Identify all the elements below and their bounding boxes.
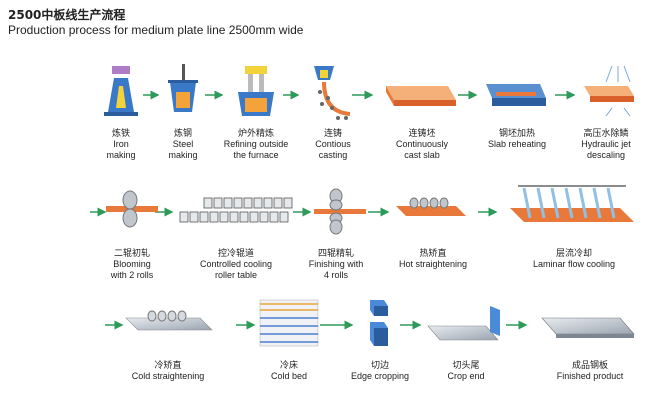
four-roll-mill-icon [314, 188, 366, 235]
step-continuous-casting: 连铸 Contious casting [315, 128, 351, 161]
step-label-zh: 热矫直 [419, 248, 447, 258]
step-hot-straightening: 热矫直 Hot straightening [399, 248, 467, 270]
roller-table-icon [179, 197, 293, 223]
step-label-zh: 切头尾 [452, 360, 480, 370]
step-descaling: 高压水除鳞 Hydraulic jet descaling [581, 128, 631, 161]
step-blooming: 二辊初轧 Blooming with 2 rolls [111, 248, 154, 281]
step-edge-cropping: 切边 Edge cropping [351, 360, 409, 382]
step-finished-product: 成品钢板 Finished product [557, 360, 624, 382]
step-cold-straightening: 冷矫直 Cold straightening [132, 360, 205, 382]
step-label-zh: 冷床 [279, 360, 298, 370]
step-label-zh: 二辊初轧 [113, 248, 151, 258]
step-label-zh: 炉外精炼 [237, 128, 275, 138]
step-label-zh: 炼钢 [173, 128, 193, 138]
step-finishing: 四辊精轧 Finishing with 4 rolls [309, 248, 364, 281]
step-slab-reheating: 钢坯加热 Slab reheating [488, 128, 546, 150]
cold-straightener-icon [125, 310, 213, 331]
step-label-zh: 切边 [370, 360, 390, 370]
step-cast-slab: 连铸坯 Continuously cast slab [396, 128, 448, 161]
step-label-en: Finished product [556, 371, 624, 381]
step-label-en: Slab reheating [487, 139, 547, 149]
step-label-zh: 连铸坯 [408, 128, 436, 138]
step-label-en: Cold straightening [131, 371, 205, 381]
step-label-en: Contious casting [315, 139, 351, 160]
step-crop-end: 切头尾 Crop end [447, 360, 484, 382]
step-label-zh: 炼铁 [111, 128, 131, 138]
title-english: Production process for medium plate line… [8, 23, 304, 37]
step-label-en: Steel making [168, 139, 198, 160]
title-chinese: 2500中板线生产流程 [8, 8, 126, 22]
step-label-zh: 连铸 [323, 128, 342, 138]
cold-bed-icon [259, 299, 319, 347]
step-iron-making: 炼铁 Iron making [106, 128, 135, 161]
laminar-cooling-icon [510, 185, 634, 222]
step-label-en: Finishing with 4 rolls [308, 259, 364, 280]
descaling-icon [584, 65, 634, 117]
step-label-zh: 四辊精轧 [317, 248, 354, 258]
step-label-en: Controlled cooling roller table [199, 259, 273, 280]
hot-straightener-icon [396, 197, 466, 216]
step-label-zh: 钢坯加热 [498, 128, 536, 138]
step-label-en: Edge cropping [350, 371, 410, 381]
step-label-en: Crop end [447, 371, 485, 381]
step-label-en: Laminar flow cooling [532, 259, 616, 269]
steel-converter-icon [168, 64, 198, 112]
step-label-en: Refining outside the furnace [223, 139, 289, 160]
step-label-en: Blooming with 2 rolls [110, 259, 154, 280]
step-refining: 炉外精炼 Refining outside the furnace [224, 128, 289, 161]
step-label-zh: 成品钢板 [571, 360, 609, 370]
reheating-furnace-icon [486, 84, 546, 106]
step-label-en: Hydraulic jet descaling [581, 139, 631, 160]
step-label-zh: 控冷辊道 [217, 248, 255, 258]
step-label-en: Iron making [106, 139, 136, 160]
continuous-caster-icon [314, 66, 351, 120]
edge-cropping-icon [370, 300, 388, 346]
crop-end-icon [427, 306, 500, 341]
step-label-en: Cold bed [270, 371, 308, 381]
step-cold-bed: 冷床 Cold bed [271, 360, 307, 382]
step-label-zh: 高压水除鳞 [583, 128, 629, 138]
blast-furnace-icon [104, 66, 138, 116]
step-label-zh: 层流冷却 [555, 248, 593, 258]
step-label-en: Hot straightening [398, 259, 468, 269]
step-steel-making: 炼钢 Steel making [168, 128, 197, 161]
cast-slab-icon [386, 86, 456, 106]
finished-plate-icon [541, 317, 635, 338]
step-label-en: Continuously cast slab [395, 139, 449, 160]
refining-ladle-icon [238, 66, 274, 116]
step-label-zh: 冷矫直 [154, 360, 182, 370]
two-roll-mill-icon [106, 190, 158, 228]
step-controlled-cooling: 控冷辊道 Controlled cooling roller table [200, 248, 272, 281]
step-laminar-cooling: 层流冷却 Laminar flow cooling [533, 248, 615, 270]
